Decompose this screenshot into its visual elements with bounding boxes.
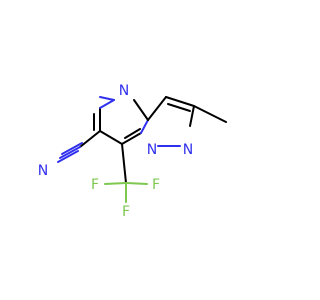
bond-n8-c3a [140,119,149,134]
structure-canvas: N N N N F F F [38,83,227,220]
chemical-structure-diagram: N N N N F F F [38,83,227,220]
bond-c6-cn [79,130,101,148]
bond-c2-n1 [189,105,195,127]
bond-c6-c7 [99,130,123,145]
bond-cf3-f-right [125,182,148,185]
bond-c3a-c3 [147,96,167,121]
atom-f-right: F [152,177,160,193]
bond-c3a-n4 [133,99,149,121]
atom-n-pyrazole: N [183,142,193,158]
bond-c7-cf3 [121,143,127,184]
bond-c5-n4-upper [99,96,115,101]
bond-nitrile-triple-3 [61,142,83,155]
bond-nitrile-triple-1 [59,146,81,159]
bond-c7-n8 [121,132,142,145]
bond-c3-c2 [165,96,195,107]
atom-n-nitrile: N [38,163,48,179]
bond-methyl [193,105,227,123]
atom-n-bridge: N [147,142,157,158]
bond-c5-n4 [99,99,115,109]
atom-f-bottom: F [122,204,130,220]
atom-f-left: F [91,177,99,193]
atom-n-top: N [119,83,129,99]
bond-c7-n8-double [124,128,141,139]
bond-nitrile-triple-2 [57,150,79,163]
bond-c3-c2-double [167,103,191,112]
bond-cf3-f-left [104,182,127,185]
